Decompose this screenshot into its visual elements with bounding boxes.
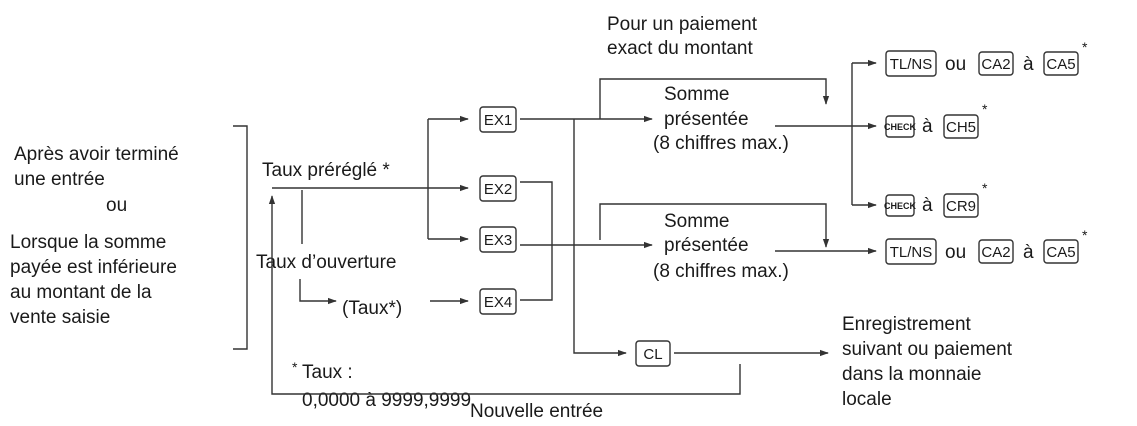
key-ca5-2-label: CA5: [1046, 244, 1075, 261]
star-2: *: [982, 101, 988, 117]
key-check-1-label: CHECK: [884, 122, 917, 132]
left-line-6: au montant de la: [10, 282, 152, 303]
taux-note-star: *: [292, 359, 298, 375]
somme1-line1: Somme: [664, 84, 729, 105]
key-check-1[interactable]: CHECK: [884, 115, 917, 138]
left-description: Après avoir terminé une entrée ou Lorsqu…: [10, 144, 179, 328]
key-ex4-label: EX4: [484, 294, 512, 311]
left-line-3: ou: [106, 195, 127, 216]
star-1: *: [1082, 39, 1088, 55]
paiement-exact-line1: Pour un paiement: [607, 14, 758, 35]
taux-ouverture-label: Taux d’ouverture: [256, 252, 396, 273]
key-tlns-1-label: TL/NS: [890, 56, 933, 73]
key-check-2-label: CHECK: [884, 201, 917, 211]
key-ex2[interactable]: EX2: [479, 175, 517, 202]
somme2-line1: Somme: [664, 211, 729, 232]
somme1-line3: (8 chiffres max.): [653, 133, 789, 154]
key-tlns-2-label: TL/NS: [890, 244, 933, 261]
key-tlns-2[interactable]: TL/NS: [885, 238, 937, 265]
enregistrement-line4: locale: [842, 389, 892, 410]
key-ch5[interactable]: CH5: [943, 114, 979, 139]
key-ca2-1[interactable]: CA2: [978, 51, 1014, 76]
key-ex3-label: EX3: [484, 232, 512, 249]
key-cr9-label: CR9: [946, 198, 976, 215]
taux-pregle-label: Taux préréglé *: [262, 160, 390, 181]
connector-a-2: à: [922, 116, 933, 137]
key-ca5-1-label: CA5: [1046, 56, 1075, 73]
key-cr9[interactable]: CR9: [943, 193, 979, 218]
key-ca2-2[interactable]: CA2: [978, 239, 1014, 264]
key-check-2[interactable]: CHECK: [884, 194, 917, 217]
line-to-taux-param: [299, 279, 337, 305]
connector-ou-1: ou: [945, 54, 966, 75]
star-4: *: [1082, 227, 1088, 243]
nouvelle-entree-label: Nouvelle entrée: [470, 401, 603, 422]
line-paiement-exact: [599, 78, 830, 119]
somme2-line2: présentée: [664, 235, 749, 256]
enregistrement-line1: Enregistrement: [842, 314, 972, 335]
connector-a-4: à: [1023, 242, 1034, 263]
key-cl[interactable]: CL: [635, 340, 671, 367]
key-ca5-2[interactable]: CA5: [1043, 239, 1079, 264]
taux-param-label: (Taux*): [342, 298, 402, 319]
key-ca2-2-label: CA2: [981, 244, 1010, 261]
left-bracket: [233, 125, 248, 350]
line-ex2-ex4-join: [520, 181, 553, 301]
left-line-4: Lorsque la somme: [10, 232, 166, 253]
line-to-cl: [573, 119, 627, 357]
star-3: *: [982, 180, 988, 196]
line-return-loop: [268, 195, 741, 395]
connector-ou-2: ou: [945, 242, 966, 263]
left-line-5: payée est inférieure: [10, 257, 177, 278]
paiement-exact-line2: exact du montant: [607, 38, 753, 59]
connector-a-1: à: [1023, 54, 1034, 75]
enregistrement-line2: suivant ou paiement: [842, 339, 1013, 360]
somme2-line3: (8 chiffres max.): [653, 261, 789, 282]
key-tlns-1[interactable]: TL/NS: [885, 50, 937, 77]
left-line-7: vente saisie: [10, 307, 110, 328]
key-ex1[interactable]: EX1: [479, 106, 517, 133]
left-line-2: une entrée: [14, 169, 105, 190]
key-ex2-label: EX2: [484, 181, 512, 198]
enregistrement-line3: dans la monnaie: [842, 364, 981, 385]
taux-note-line2: 0,0000 à 9999,9999: [302, 390, 471, 411]
taux-note-line1: Taux :: [302, 362, 353, 383]
somme1-line2: présentée: [664, 109, 749, 130]
line-somme2-bracket: [599, 203, 830, 248]
key-ca2-1-label: CA2: [981, 56, 1010, 73]
key-ex4[interactable]: EX4: [479, 288, 517, 315]
left-line-1: Après avoir terminé: [14, 144, 179, 165]
key-ex1-label: EX1: [484, 112, 512, 129]
connector-a-3: à: [922, 195, 933, 216]
key-ca5-1[interactable]: CA5: [1043, 51, 1079, 76]
key-ex3[interactable]: EX3: [479, 226, 517, 253]
key-ch5-label: CH5: [946, 119, 976, 136]
key-cl-label: CL: [643, 346, 662, 363]
